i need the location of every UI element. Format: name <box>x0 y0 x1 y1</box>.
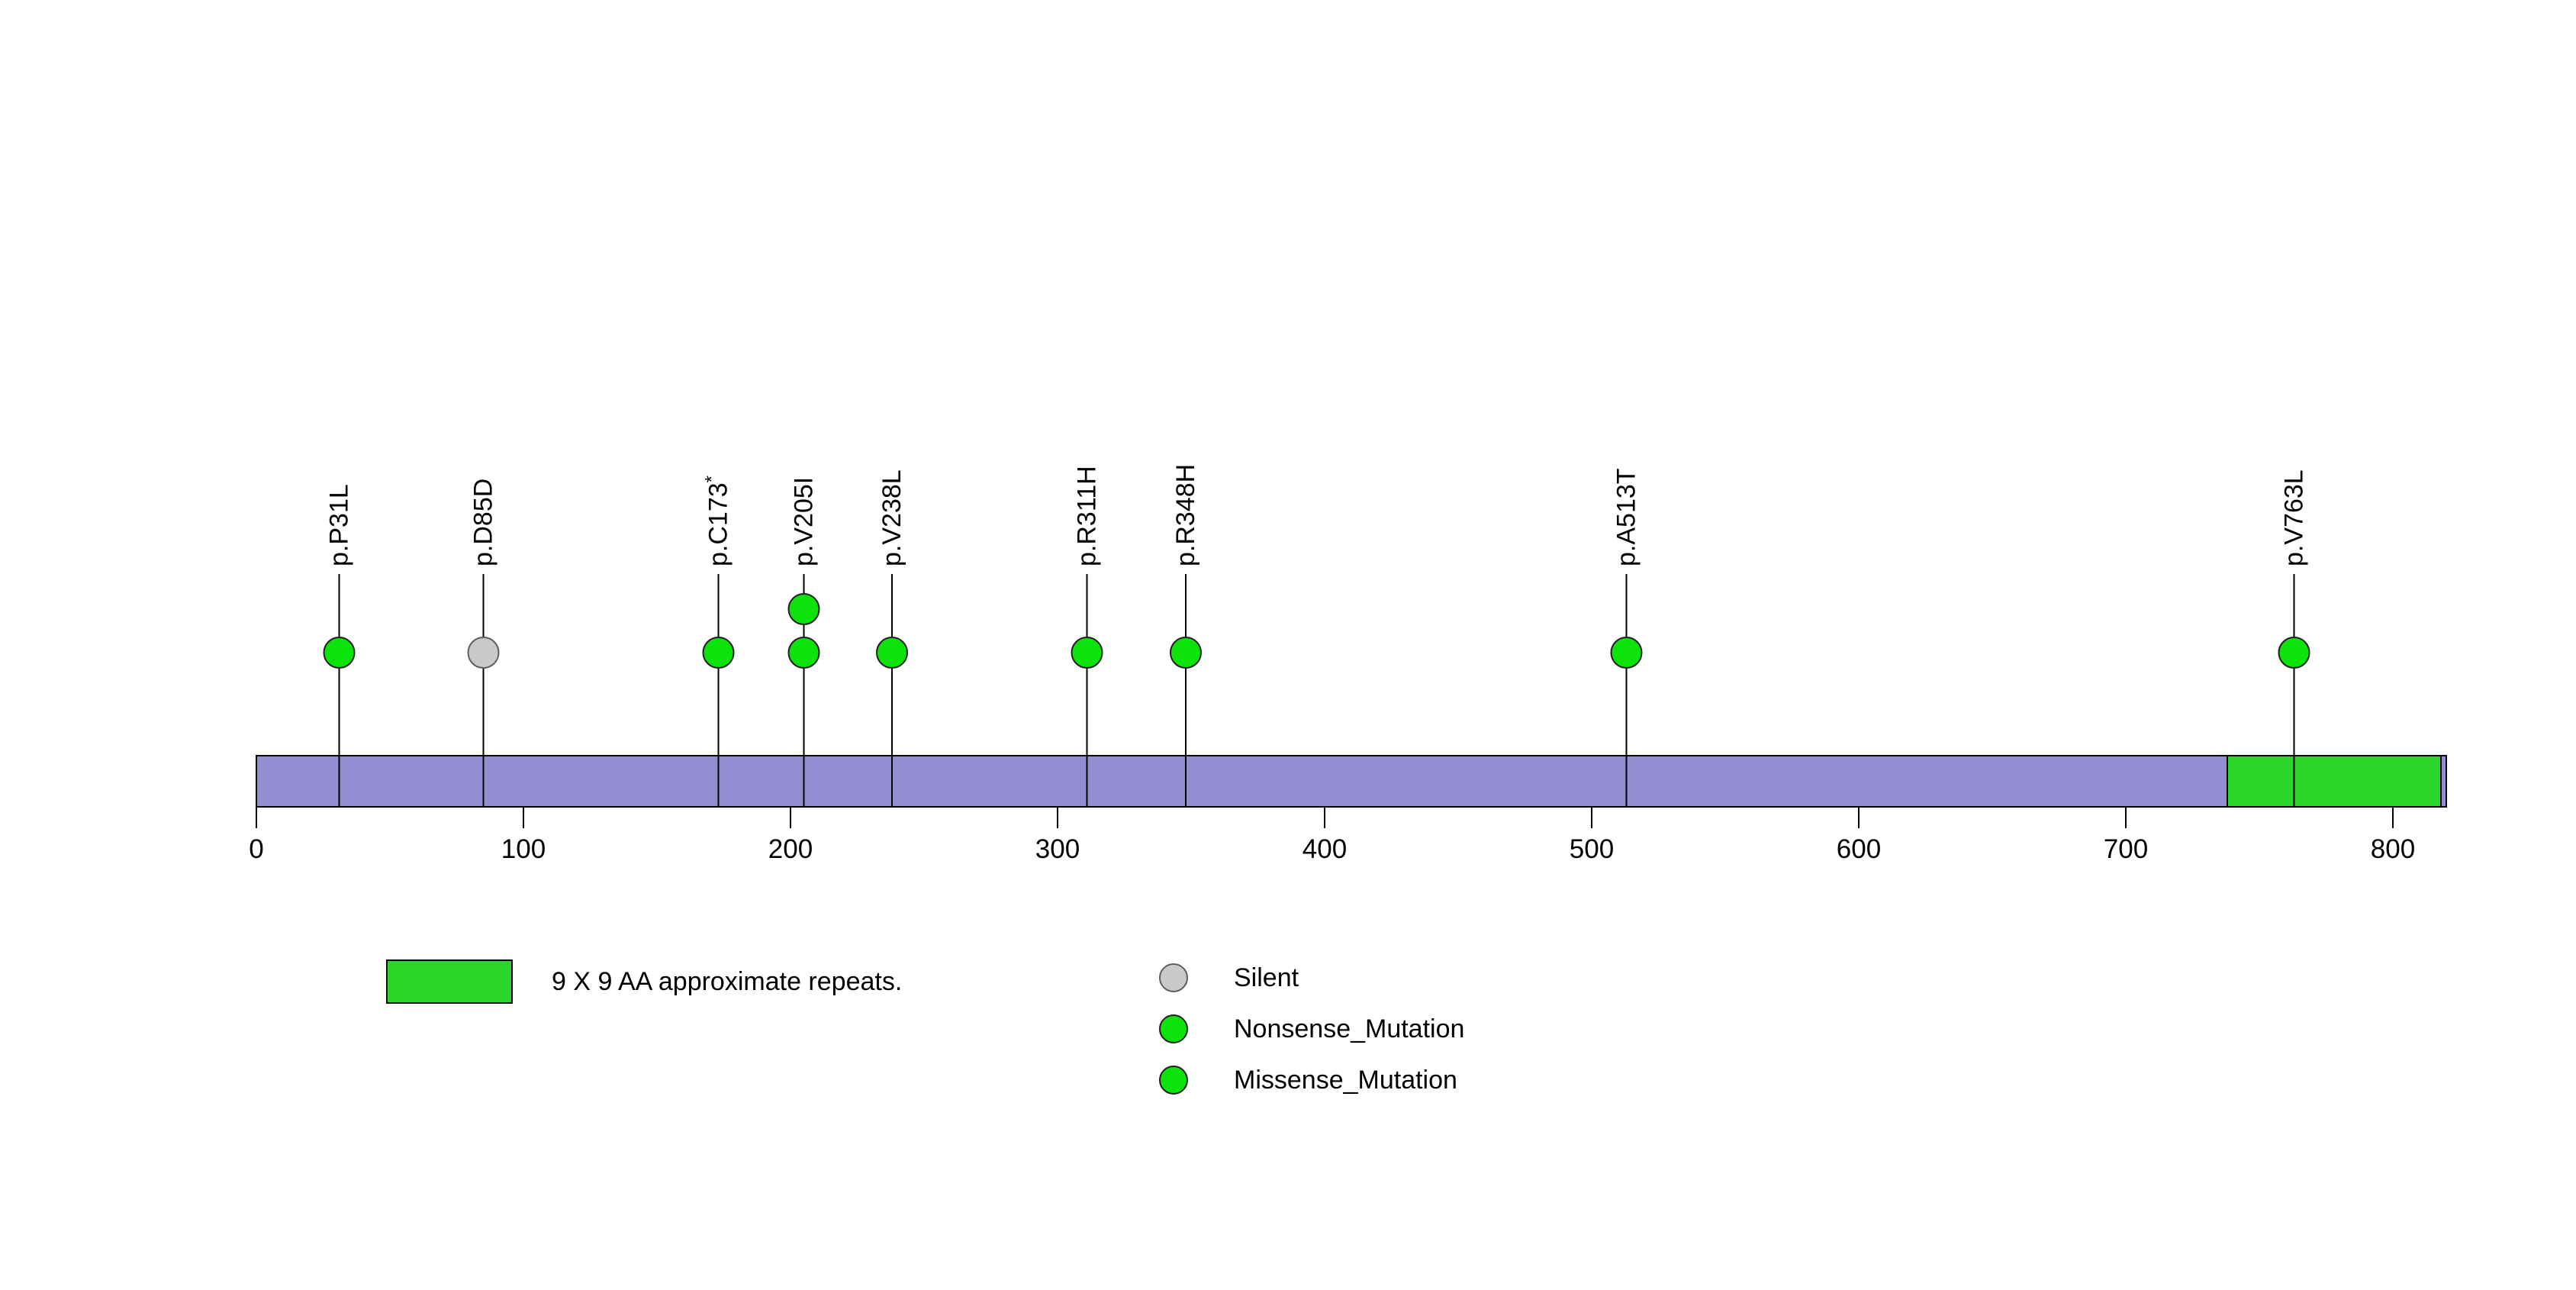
x-axis-group: 0 100 200 300 400 500 600 700 800 <box>249 807 2415 864</box>
mutation-marker <box>787 593 820 625</box>
axis-tick-label: 800 <box>2371 834 2415 864</box>
legend-label: Silent <box>1234 963 1299 992</box>
legend-domain-label: 9 X 9 AA approximate repeats. <box>552 967 902 996</box>
mutation-marker <box>1071 637 1103 669</box>
mutation-marker <box>702 637 735 669</box>
protein-backbone-group <box>256 755 2447 808</box>
mutation-marker <box>2278 637 2310 669</box>
axis-tick-label: 300 <box>1035 834 1080 864</box>
mutation-marker <box>876 637 908 669</box>
legend-marker-silent <box>1159 963 1188 992</box>
mutation-label: p.V205I <box>790 477 819 566</box>
mutation-label: p.R311H <box>1073 466 1102 566</box>
legend-label: Missense_Mutation <box>1234 1066 1457 1095</box>
mutation-label: p.D85D <box>469 479 498 566</box>
axis-tick-label: 200 <box>768 834 813 864</box>
mutation-markers-group <box>323 593 2310 669</box>
mutation-marker <box>1610 637 1643 669</box>
mutation-label: p.A513T <box>1612 468 1641 566</box>
mutation-marker <box>1170 637 1202 669</box>
legend-group: 9 X 9 AA approximate repeats. SilentNonse… <box>386 959 1464 1095</box>
mutation-label: p.V238L <box>877 469 906 566</box>
mutation-label: p.R348H <box>1171 464 1200 566</box>
axis-tick-label: 100 <box>501 834 546 864</box>
axis-tick-label: 600 <box>1837 834 1881 864</box>
domain-repeats-region <box>2227 755 2442 808</box>
mutation-marker <box>787 637 820 669</box>
legend-label: Nonsense_Mutation <box>1234 1014 1464 1043</box>
protein-backbone <box>256 755 2447 808</box>
legend-domain-swatch <box>386 959 513 1004</box>
mutation-label: p.P31L <box>325 484 354 566</box>
mutation-label: p.V763L <box>2280 469 2309 566</box>
mutation-label: p.C173* <box>701 476 733 566</box>
legend-marker-nonsense_mutation <box>1159 1014 1188 1043</box>
axis-tick-label: 400 <box>1302 834 1347 864</box>
axis-tick-label: 0 <box>249 834 263 864</box>
legend-marker-missense_mutation <box>1159 1066 1188 1095</box>
mutation-marker <box>467 637 500 669</box>
axis-tick-label: 500 <box>1570 834 1614 864</box>
axis-tick-label: 700 <box>2104 834 2148 864</box>
mutation-labels-group: p.P31L p.D85D p.C173* p.V205I p.V238L p.R311H… <box>325 464 2309 566</box>
mutation-marker <box>323 637 356 669</box>
